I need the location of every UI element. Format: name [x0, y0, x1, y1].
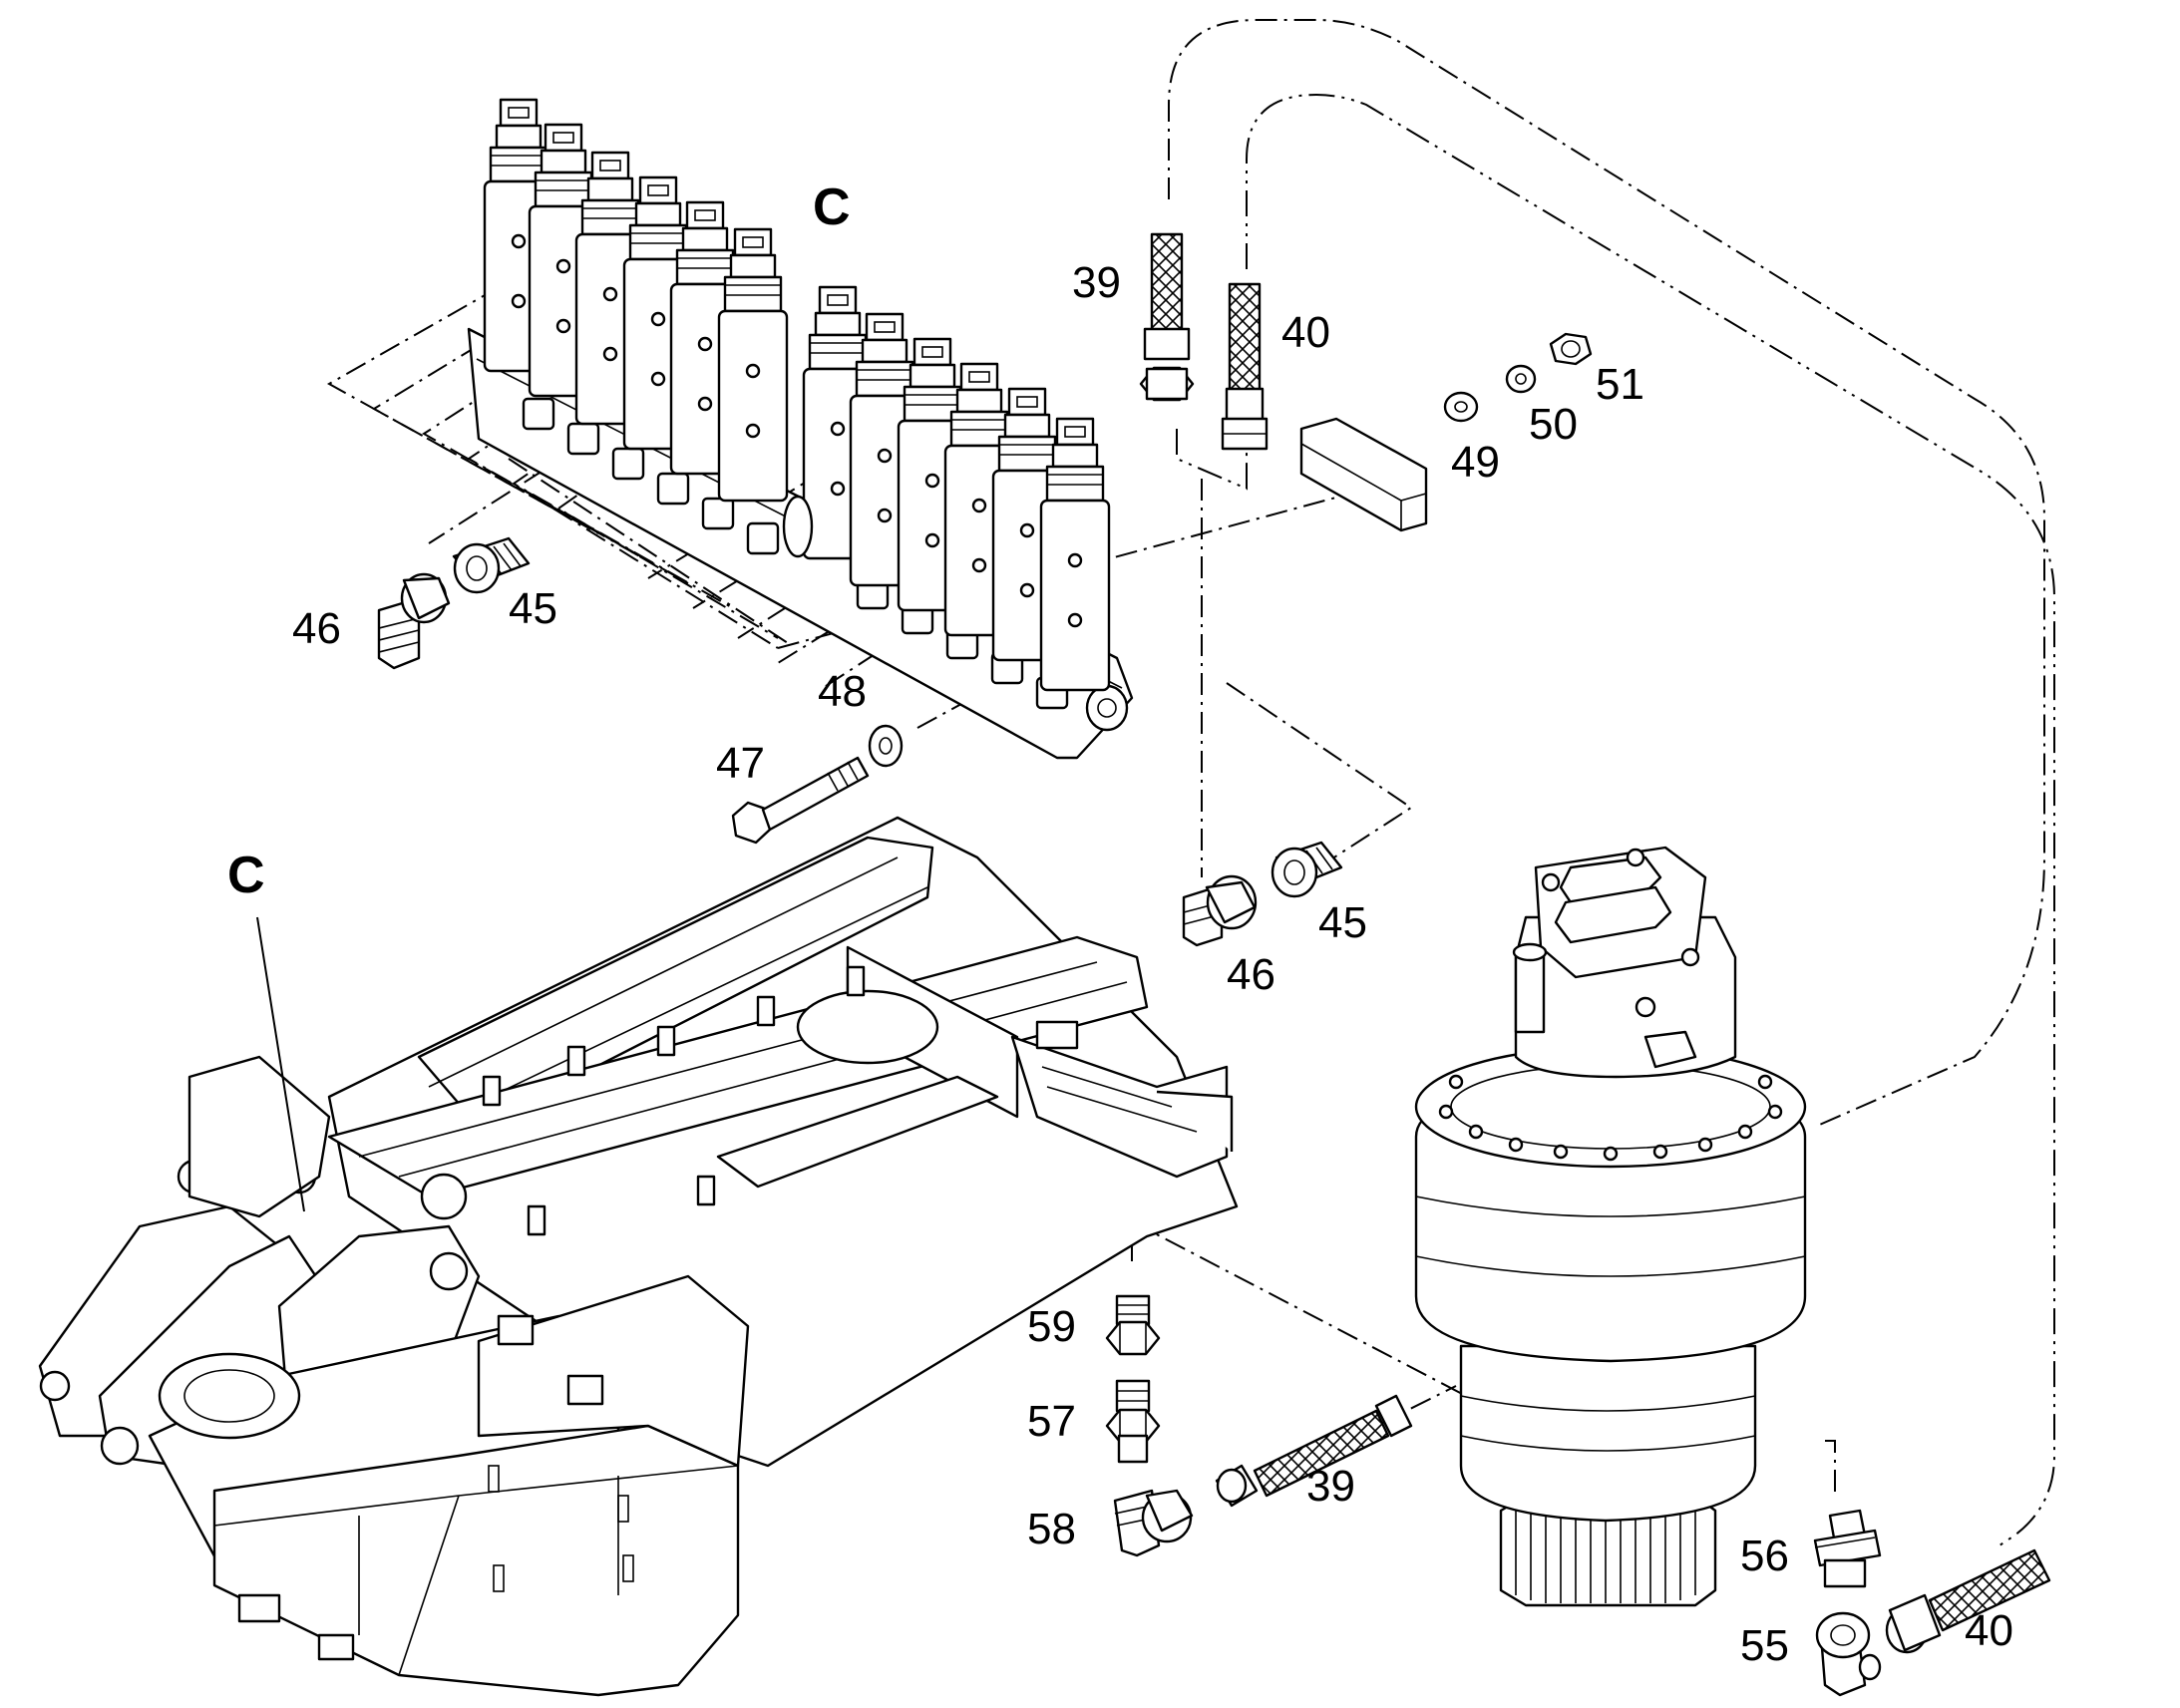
- callout-48: 48: [818, 667, 867, 716]
- callout-c-frame: C: [227, 847, 265, 904]
- hose-39-bottom: [1215, 1394, 1413, 1508]
- adapter-45-left: [452, 536, 531, 594]
- hose-40-bottom: [1885, 1548, 2051, 1654]
- washer-50: [1505, 364, 1537, 394]
- callout-56: 56: [1740, 1532, 1789, 1580]
- callout-51: 51: [1596, 360, 1644, 409]
- nut-51: [1549, 332, 1593, 366]
- elbow-46-left: [377, 572, 451, 670]
- elbow-58: [1113, 1489, 1194, 1557]
- elbow-46-mid: [1182, 874, 1258, 947]
- callout-40-bottom: 40: [1965, 1606, 2013, 1655]
- clamp-plate: [1299, 417, 1428, 532]
- callout-58: 58: [1027, 1505, 1076, 1553]
- callout-c-leader: [256, 916, 305, 1212]
- plug-59: [1105, 1294, 1161, 1356]
- elbow-55: [1815, 1611, 1882, 1697]
- washer-49: [1443, 391, 1479, 423]
- lubrication-distributor: [467, 98, 1134, 760]
- washer-48: [868, 724, 904, 768]
- callout-39-bottom: 39: [1306, 1462, 1355, 1511]
- bolt-47: [731, 756, 870, 845]
- callout-40-top: 40: [1281, 308, 1330, 357]
- callout-45-left: 45: [509, 584, 557, 633]
- callout-39-top: 39: [1072, 258, 1121, 307]
- callout-c-top: C: [813, 178, 851, 236]
- callout-47: 47: [716, 739, 765, 788]
- callout-labels: C C 39 40 45 46 47 48 49 50 51 45 46 59 …: [227, 178, 2013, 1670]
- callout-55: 55: [1740, 1621, 1789, 1670]
- callout-57: 57: [1027, 1397, 1076, 1446]
- callout-46-mid: 46: [1227, 950, 1275, 999]
- hose-40-top: [1221, 282, 1269, 451]
- hose-39-top: [1139, 232, 1195, 402]
- machine-frame: [38, 816, 1239, 1697]
- adapter-56: [1813, 1509, 1882, 1588]
- adapter-45-mid: [1271, 841, 1343, 898]
- callout-46-left: 46: [292, 604, 341, 653]
- callout-59: 59: [1027, 1302, 1076, 1351]
- callout-45-mid: 45: [1318, 898, 1367, 947]
- callout-50: 50: [1529, 400, 1578, 449]
- travel-gearbox: [1414, 846, 1807, 1607]
- adapter-57: [1105, 1379, 1161, 1464]
- callout-49: 49: [1451, 438, 1500, 487]
